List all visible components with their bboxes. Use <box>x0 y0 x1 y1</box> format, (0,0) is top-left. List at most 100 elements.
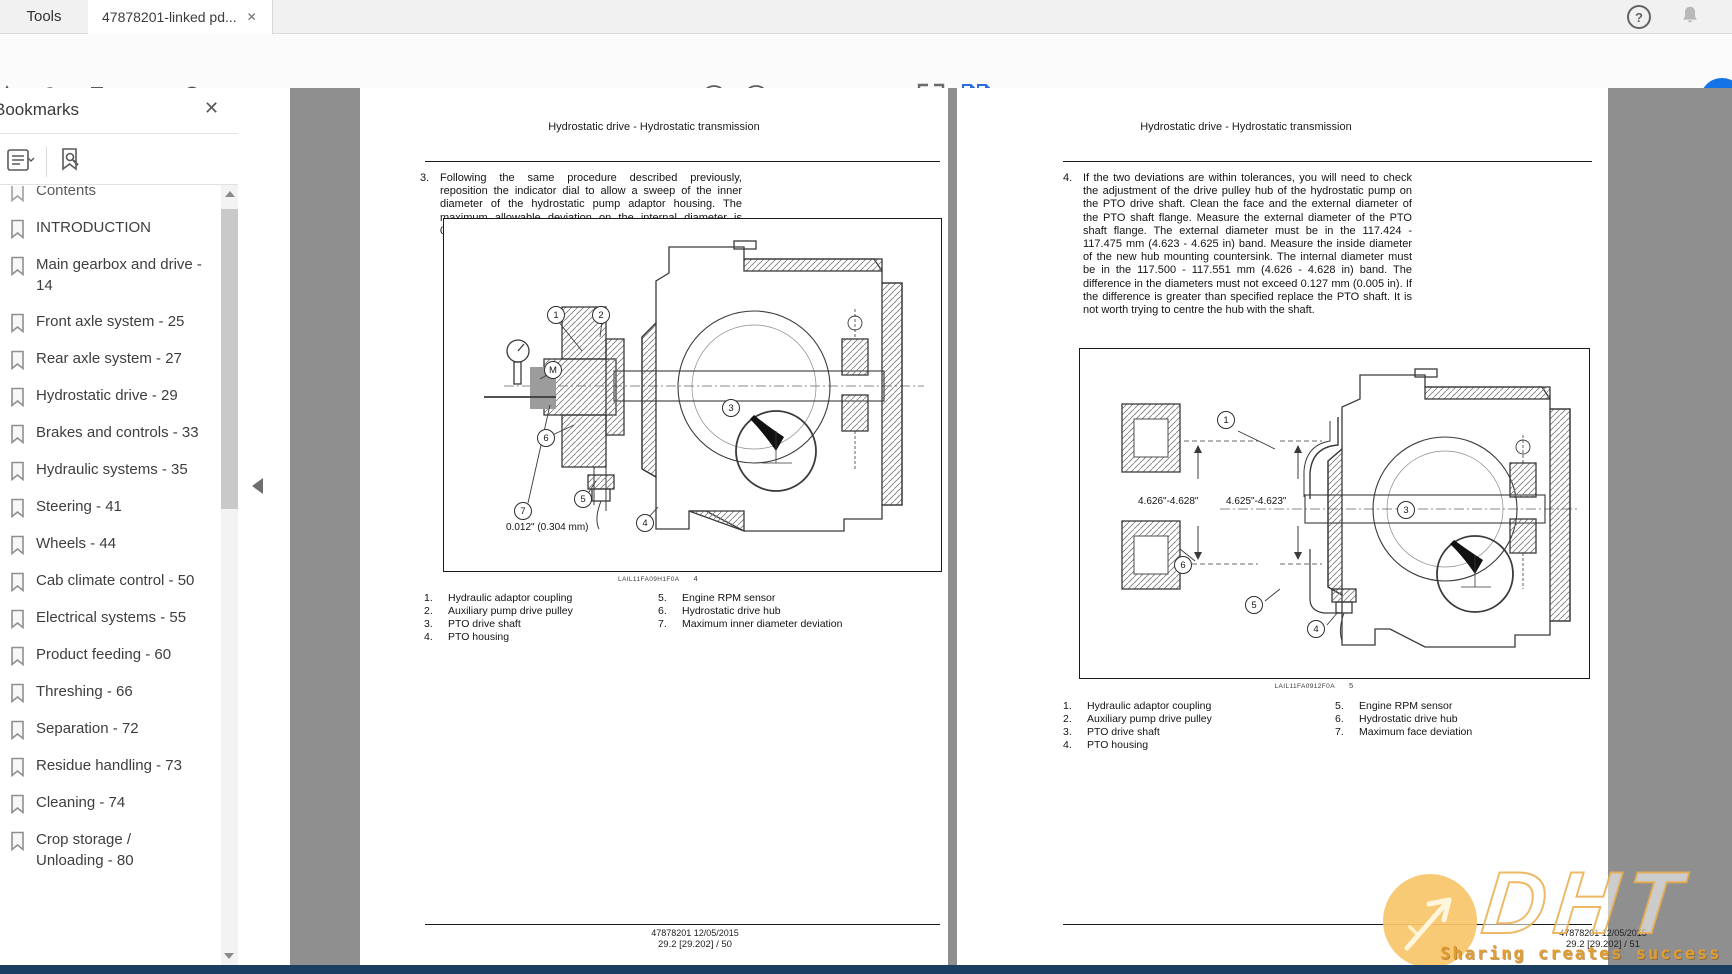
tab-tools[interactable]: Tools <box>0 0 89 33</box>
callout-6: 6 <box>537 429 555 447</box>
part-label: PTO housing <box>1087 739 1149 751</box>
pdf-page-right: Hydrostatic drive - Hydrostatic transmis… <box>957 88 1647 965</box>
bookmark-item[interactable]: Contents <box>8 186 216 209</box>
parts-list-row: 4.PTO housing <box>424 631 664 644</box>
bookmark-label: Separation - 72 <box>36 720 139 737</box>
tab-document[interactable]: 47878201-linked pd... ✕ <box>88 0 273 34</box>
part-number: 6. <box>1335 713 1344 725</box>
part-number: 3. <box>1063 726 1072 738</box>
bookmark-item[interactable]: Brakes and controls - 33 <box>8 414 216 451</box>
page-footer: 47878201 12/05/2015 29.2 [29.202] / 51 <box>1453 928 1732 950</box>
step-number: 3. <box>420 172 430 184</box>
parts-list-row: 7.Maximum inner diameter deviation <box>658 618 928 631</box>
title-bar: Tools 47878201-linked pd... ✕ ? <box>0 0 1732 34</box>
bookmark-label: Steering - 41 <box>36 498 122 515</box>
bookmark-item[interactable]: Hydrostatic drive - 29 <box>8 377 216 414</box>
callout-2: 2 <box>592 306 610 324</box>
bookmark-item[interactable]: Residue handling - 73 <box>8 747 216 784</box>
bookmark-label: Main gearbox and drive - 14 <box>36 256 202 294</box>
bookmark-item[interactable]: Cleaning - 74 <box>8 784 216 821</box>
callout-M: M <box>544 361 562 379</box>
collapse-panel-button[interactable] <box>252 478 263 494</box>
callout-1: 1 <box>547 306 565 324</box>
bookmark-item[interactable]: Product feeding - 60 <box>8 636 216 673</box>
figure-cross-section-2: 1 6 5 4 3 4.626"-4.628" 4.625"-4.623" <box>1079 348 1590 679</box>
part-number: 5. <box>1335 700 1344 712</box>
part-number: 7. <box>1335 726 1344 738</box>
bookmark-item[interactable]: Crop storage / Unloading - 80 <box>8 821 216 878</box>
help-icon[interactable]: ? <box>1627 5 1651 29</box>
callout-6: 6 <box>1174 556 1192 574</box>
figure-code: LAIL11FA09H1F0A <box>617 576 680 583</box>
bookmark-label: Crop storage / Unloading - 80 <box>36 831 134 869</box>
step-number: 4. <box>1063 172 1073 184</box>
bookmark-item[interactable]: Threshing - 66 <box>8 673 216 710</box>
callout-5: 5 <box>1245 596 1263 614</box>
scroll-down-icon[interactable] <box>224 953 234 959</box>
document-tab-label: 47878201-linked pd... <box>102 9 237 25</box>
bookmark-item[interactable]: Steering - 41 <box>8 488 216 525</box>
bookmark-item[interactable]: Front axle system - 25 <box>8 303 216 340</box>
part-label: Engine RPM sensor <box>1359 700 1453 712</box>
part-number: 4. <box>424 631 433 643</box>
part-label: Hydraulic adaptor coupling <box>448 592 573 604</box>
part-number: 1. <box>1063 700 1072 712</box>
bookmark-item[interactable]: Cab climate control - 50 <box>8 562 216 599</box>
bookmark-item[interactable]: INTRODUCTION <box>8 209 216 246</box>
bookmark-item[interactable]: Separation - 72 <box>8 710 216 747</box>
bookmark-item[interactable]: Wheels - 44 <box>8 525 216 562</box>
bookmark-label: Rear axle system - 27 <box>36 350 182 367</box>
divider <box>0 133 238 134</box>
notifications-bell-icon[interactable] <box>1679 4 1701 31</box>
part-label: Engine RPM sensor <box>682 592 776 604</box>
bookmark-search-icon[interactable] <box>57 146 85 179</box>
figure-code: LAIL11FA0912F0A <box>1274 683 1335 690</box>
parts-list-row: 3.PTO drive shaft <box>424 618 664 631</box>
bookmark-item[interactable]: SPECIAL TOOL INDEX <box>8 878 216 886</box>
figure-number: 4 <box>693 574 699 583</box>
callout-7: 7 <box>514 502 532 520</box>
figure-cross-section-1: 1 2 M 6 7 5 4 3 0.012" (0.304 mm) <box>443 218 942 572</box>
parts-list-row: 1.Hydraulic adaptor coupling <box>1063 700 1303 713</box>
footer-page-number: 29.2 [29.202] / 50 <box>658 939 732 950</box>
callout-5: 5 <box>574 490 592 508</box>
bookmark-item[interactable]: Hydraulic systems - 35 <box>8 451 216 488</box>
bookmark-label: Cab climate control - 50 <box>36 572 195 589</box>
bookmark-options-icon[interactable] <box>6 147 36 178</box>
parts-list-row: 5. Engine RPM sensor <box>1335 700 1595 713</box>
parts-list-row: 6.Hydrostatic drive hub <box>1335 713 1595 726</box>
sidebar-scrollbar[interactable] <box>221 185 238 970</box>
part-number: 6. <box>658 605 667 617</box>
header-rule <box>425 161 940 162</box>
bookmark-item[interactable]: Rear axle system - 27 <box>8 340 216 377</box>
scrollbar-thumb[interactable] <box>221 209 238 509</box>
bookmark-label: Wheels - 44 <box>36 535 117 552</box>
divider <box>46 147 47 177</box>
bookmark-label: Electrical systems - 55 <box>36 609 187 626</box>
page-running-header: Hydrostatic drive - Hydrostatic transmis… <box>1140 121 1352 133</box>
header-rule <box>1063 161 1592 162</box>
flange-dimension-label: 4.625"-4.623" <box>1226 496 1287 507</box>
parts-list-row: 3. PTO drive shaft <box>1063 726 1303 739</box>
bookmark-item[interactable]: Main gearbox and drive - 14 <box>8 246 216 303</box>
bookmark-label: Contents <box>36 186 97 199</box>
callout-3: 3 <box>1397 501 1415 519</box>
parts-list-row: 2.Auxiliary pump drive pulley <box>424 605 664 618</box>
close-tab-icon[interactable]: ✕ <box>246 10 257 24</box>
callout-1: 1 <box>1217 411 1235 429</box>
bookmark-item[interactable]: Electrical systems - 55 <box>8 599 216 636</box>
bookmarks-toolbar <box>6 142 85 182</box>
page-running-header: Hydrostatic drive - Hydrostatic transmis… <box>548 121 760 133</box>
parts-list-row: 5.Engine RPM sensor <box>658 592 928 605</box>
close-panel-icon[interactable]: ✕ <box>204 98 220 118</box>
part-number: 7. <box>658 618 667 630</box>
deviation-dimension-label: 0.012" (0.304 mm) <box>506 522 589 533</box>
part-label: PTO drive shaft <box>1087 726 1160 738</box>
part-number: 2. <box>1063 713 1072 725</box>
scroll-up-icon[interactable] <box>224 191 235 197</box>
part-label: PTO drive shaft <box>448 618 521 630</box>
main-toolbar: / 1147 <box>0 34 1732 122</box>
document-viewport[interactable]: Hydrostatic drive - Hydrostatic transmis… <box>290 88 1732 965</box>
bookmark-label: Front axle system - 25 <box>36 313 185 330</box>
